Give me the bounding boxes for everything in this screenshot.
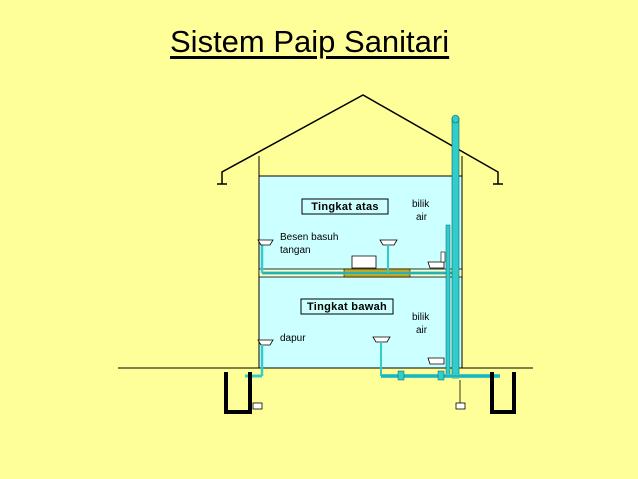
upper-floor-label: Tingkat atas	[311, 201, 379, 213]
foundation-left	[224, 372, 263, 414]
toilet-upper	[427, 261, 445, 269]
foundation-right	[455, 372, 516, 414]
page-title: Sistem Paip Sanitari	[170, 24, 450, 59]
roof-line	[221, 94, 499, 184]
lower-floor-label-box	[300, 298, 394, 315]
upper-floor-label-box	[301, 198, 389, 215]
bathroom-upper-label-1: bilik	[412, 199, 430, 210]
vent-stack	[451, 117, 460, 379]
bathroom-upper-label-2: air	[416, 212, 428, 223]
handbasin-label-1: Besen basuh	[280, 232, 338, 243]
handbasin-upper	[257, 239, 274, 246]
handbasin-label-2: tangan	[280, 245, 311, 256]
toilet-lower	[427, 357, 445, 365]
kitchen-sink	[257, 339, 274, 346]
sink-upper-middle	[379, 239, 398, 246]
bathroom-lower-label-1: bilik	[412, 312, 430, 323]
lower-floor-label: Tingkat bawah	[307, 301, 387, 313]
bathroom-lower-label-2: air	[416, 325, 428, 336]
basin-lower	[372, 336, 391, 343]
bathtub-upper	[351, 255, 377, 269]
kitchen-label: dapur	[280, 333, 306, 344]
